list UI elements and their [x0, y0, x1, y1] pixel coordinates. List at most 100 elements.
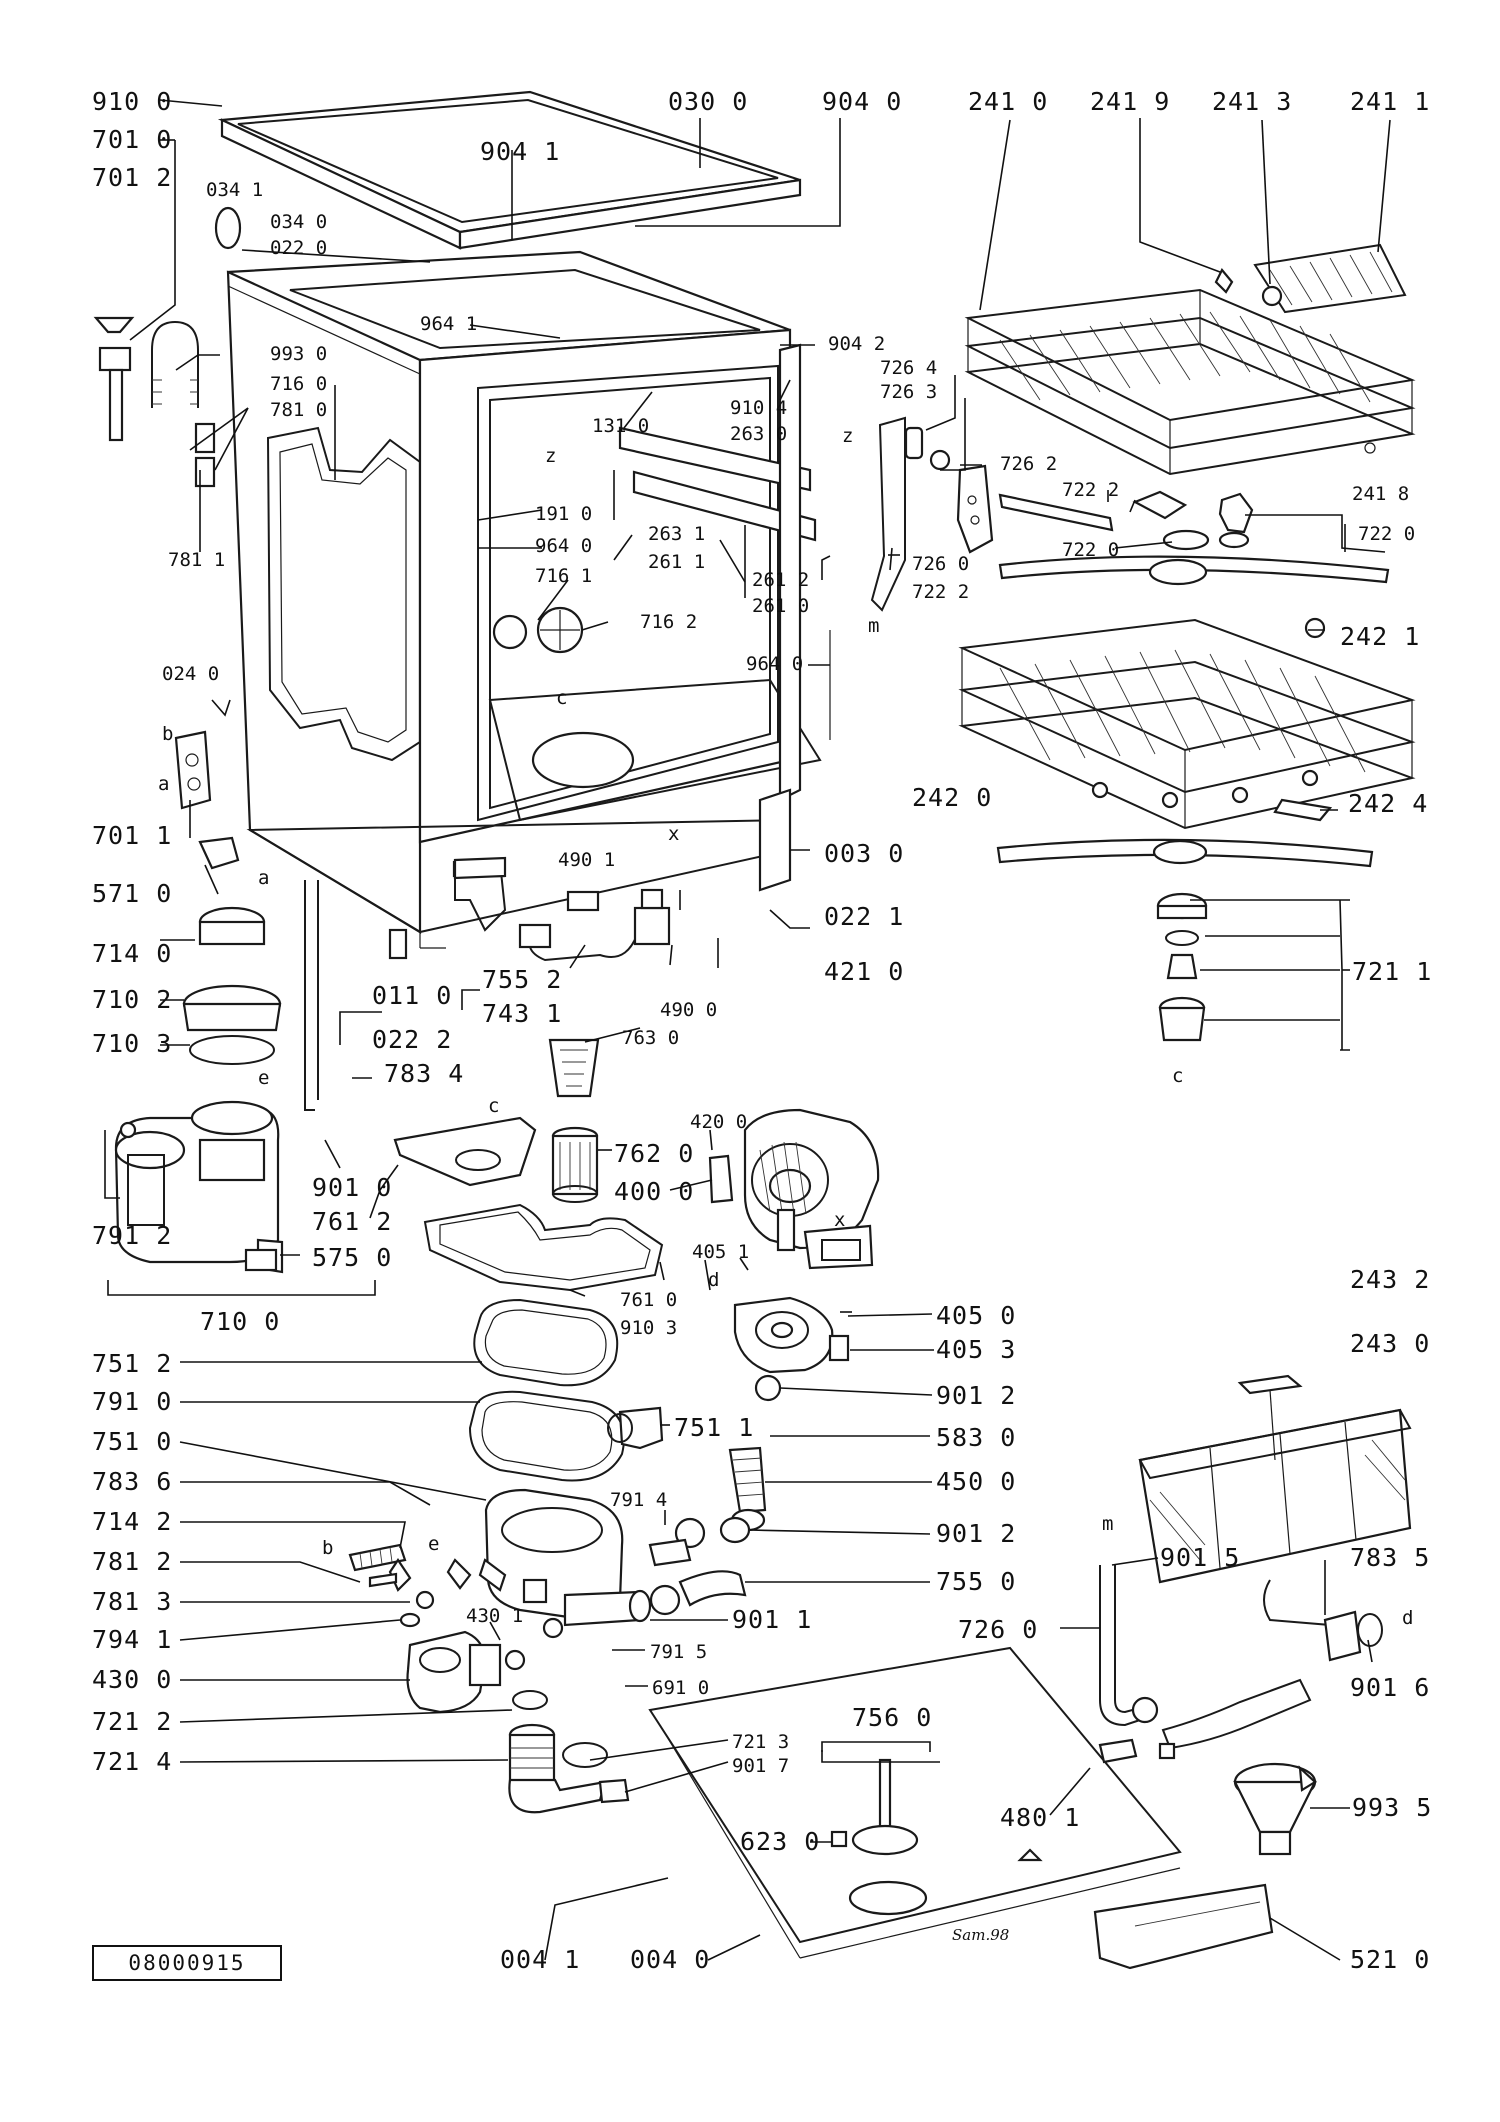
label-751-0: 751 0 — [92, 1427, 172, 1456]
label-701-2: 701 2 — [92, 163, 172, 192]
label-993-0: 993 0 — [270, 343, 327, 365]
label-794-1: 794 1 — [92, 1625, 172, 1654]
label-242-0: 242 0 — [912, 783, 992, 812]
label-583-0: 583 0 — [936, 1423, 1016, 1452]
electric-parts — [518, 888, 671, 962]
label-022-2: 022 2 — [372, 1025, 452, 1054]
label-004-1: 004 1 — [500, 1945, 580, 1974]
label-263-1: 263 1 — [648, 523, 705, 545]
leader-lines — [104, 99, 1391, 1961]
label-901-7: 901 7 — [732, 1755, 789, 1777]
funnel — [1233, 1762, 1317, 1856]
label-242-1: 242 1 — [1340, 622, 1420, 651]
label-242-4: 242 4 — [1348, 789, 1428, 818]
label-714-0: 714 0 — [92, 939, 172, 968]
label-571-0: 571 0 — [92, 879, 172, 908]
salt-group-bracket — [107, 1280, 376, 1296]
label-761-0: 761 0 — [620, 1289, 677, 1311]
label-791-4: 791 4 — [610, 1489, 667, 1511]
marker-e: e — [428, 1533, 439, 1555]
filter-assembly — [548, 1038, 600, 1203]
label-261-0: 261 0 — [752, 595, 809, 617]
label-904-1: 904 1 — [480, 137, 560, 166]
base-group-bracket — [821, 1741, 931, 1752]
letter-markers: b a a c x z z m c e c x d e b m d — [158, 425, 1413, 1629]
label-910-4: 910 4 — [730, 397, 787, 419]
inner-tub — [418, 328, 831, 844]
label-791-5: 791 5 — [650, 1641, 707, 1663]
label-716-1: 716 1 — [535, 565, 592, 587]
label-490-1: 490 1 — [558, 849, 615, 871]
lower-spray-arm — [996, 838, 1374, 1042]
label-722-0a: 722 0 — [1062, 539, 1119, 561]
marker-d: d — [1402, 1607, 1413, 1629]
label-964-0a: 964 0 — [535, 535, 592, 557]
label-701-1: 701 1 — [92, 821, 172, 850]
label-241-1: 241 1 — [1350, 87, 1430, 116]
label-964-1: 964 1 — [420, 313, 477, 335]
pump-volute — [733, 1296, 850, 1374]
label-405-3: 405 3 — [936, 1335, 1016, 1364]
marker-d: d — [708, 1269, 719, 1291]
label-910-3: 910 3 — [620, 1317, 677, 1339]
sump-housing — [484, 1488, 652, 1627]
pump-hoses — [607, 1374, 782, 1616]
marker-c: c — [488, 1095, 499, 1117]
label-751-2: 751 2 — [92, 1349, 172, 1378]
label-756-0: 756 0 — [852, 1703, 932, 1732]
label-261-1: 261 1 — [648, 551, 705, 573]
label-030-0: 030 0 — [668, 87, 748, 116]
label-521-0: 521 0 — [1350, 1945, 1430, 1974]
hinge-parts — [870, 416, 994, 612]
cutlery-basket — [1138, 1374, 1412, 1584]
label-781-1: 781 1 — [168, 549, 225, 571]
drawing-number: 08000915 — [92, 1945, 282, 1981]
lower-basket — [958, 617, 1416, 830]
label-783-4: 783 4 — [384, 1059, 464, 1088]
label-993-5: 993 5 — [1352, 1793, 1432, 1822]
filter-frame — [423, 1203, 664, 1292]
marker-a: a — [258, 867, 269, 889]
label-901-6: 901 6 — [1350, 1673, 1430, 1702]
label-420-0: 420 0 — [690, 1111, 747, 1133]
drain-hose-right — [1161, 1579, 1383, 1750]
label-721-1: 721 1 — [1352, 957, 1432, 986]
label-721-2: 721 2 — [92, 1707, 172, 1736]
label-480-1: 480 1 — [1000, 1803, 1080, 1832]
wash-pump-motor — [708, 1108, 880, 1270]
label-783-5: 783 5 — [1350, 1543, 1430, 1572]
label-763-0: 763 0 — [622, 1027, 679, 1049]
marker-z: z — [842, 425, 853, 447]
label-575-0: 575 0 — [312, 1243, 392, 1272]
label-726-3: 726 3 — [880, 381, 937, 403]
salt-container-assembly — [114, 906, 284, 1274]
label-751-1: 751 1 — [674, 1413, 754, 1442]
marker-b: b — [162, 723, 173, 745]
marker-b: b — [322, 1537, 333, 1559]
label-722-2b: 722 2 — [912, 581, 969, 603]
label-490-0: 490 0 — [660, 999, 717, 1021]
label-405-1: 405 1 — [692, 1241, 749, 1263]
label-721-3: 721 3 — [732, 1731, 789, 1753]
label-901-0a: 901 0 — [312, 1173, 392, 1202]
small-hoses — [348, 1543, 507, 1628]
label-791-0: 791 0 — [92, 1387, 172, 1416]
label-964-0b: 964 0 — [746, 653, 803, 675]
label-004-0: 004 0 — [630, 1945, 710, 1974]
label-623-0: 623 0 — [740, 1827, 820, 1856]
label-722-0b: 722 0 — [1358, 523, 1415, 545]
label-241-8: 241 8 — [1352, 483, 1409, 505]
label-011-0: 011 0 — [372, 981, 452, 1010]
label-714-2: 714 2 — [92, 1507, 172, 1536]
drain-outlet — [508, 1690, 630, 1814]
marker-c: c — [556, 687, 567, 709]
label-726-0b: 726 0 — [958, 1615, 1038, 1644]
drain-hose — [1099, 1565, 1159, 1727]
upper-basket — [964, 243, 1416, 476]
label-716-2: 716 2 — [640, 611, 697, 633]
label-022-0: 022 0 — [270, 237, 327, 259]
basket-wheels — [1091, 769, 1319, 809]
label-241-9: 241 9 — [1090, 87, 1170, 116]
